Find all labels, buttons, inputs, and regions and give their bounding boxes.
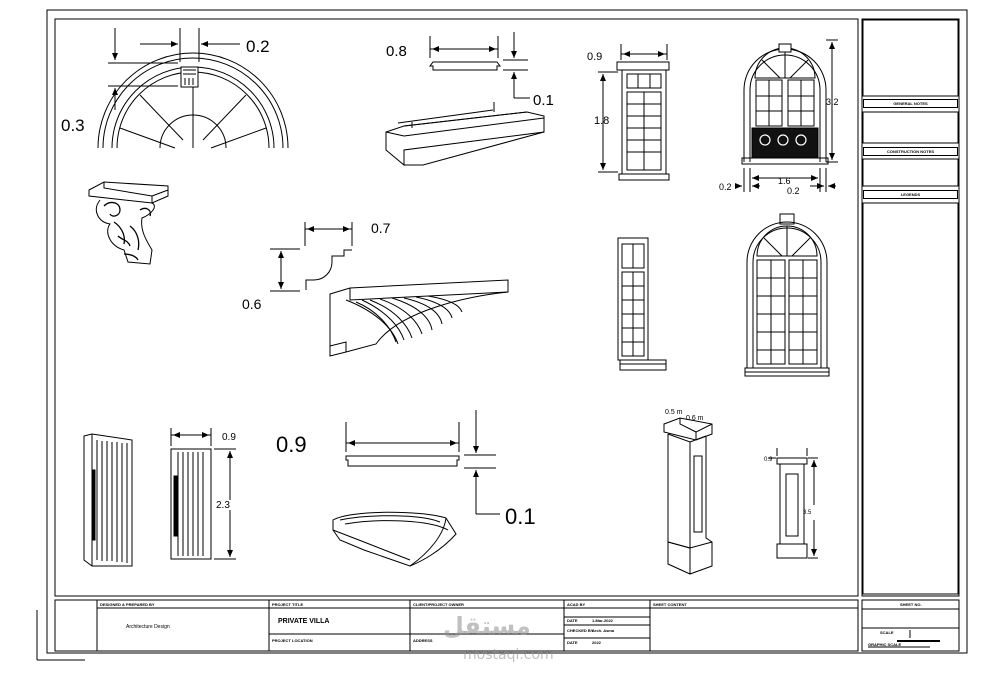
date-label-1: DATE [567,618,578,623]
client-label: CLIENT/PROJECT OWNER [413,602,464,607]
date-value-2: 2022 [592,640,601,645]
arch-window-detail [97,28,289,149]
dim-pillar-top: 0.5 m [665,409,683,416]
sheet-border [36,9,968,661]
door-slab-3d [83,433,133,567]
scale-label: SCALE [880,630,894,635]
general-notes-title: GENERAL NOTES [863,99,958,108]
narrow-window-elevation [617,237,667,371]
dim-arched-height: 3.2 [826,97,839,107]
dim-arched-right: 0.2 [787,186,800,196]
date-label-2: DATE [567,640,578,645]
acad-by-label: ACAD BY [567,602,586,607]
dim-sill-width: 0.8 [386,43,407,60]
sill-detail [385,32,545,167]
cap-detail [332,410,500,567]
dim-arched-left: 0.2 [719,182,732,192]
legends-title: LEGENDS [863,190,958,199]
dim-door-width: 0.9 [587,51,602,63]
arched-french-door [744,213,830,377]
checked-by-value: Arch. Asma [592,628,615,633]
title-block [54,599,960,652]
dim-cap-width: 0.9 [276,432,307,457]
sheet-content-label: SHEET CONTENT [653,602,687,607]
dim-sill-height: 0.1 [533,92,554,109]
pillar-3d [663,417,713,575]
address-label: ADDRESS [413,638,433,643]
dim-cornice-height: 0.6 [242,296,262,312]
dim-small-pillar-width: 0.9 [764,457,773,463]
date-value-1: 1-Mar-2022 [592,618,613,623]
project-title-value: PRIVATE VILLA [278,618,330,625]
cornice-detail [270,222,509,357]
scale-bar-label: GRAPHIC SCALE [868,642,902,647]
dim-door-height: 1.8 [594,115,609,127]
designed-by-value: Architecture Design [126,624,170,630]
designed-by-label: DESIGNED & PREPARED BY [100,602,155,607]
panel-door-elevation [170,428,236,560]
arched-door-elevation [735,39,838,192]
notes-panel [862,19,959,595]
dim-small-pillar-height: 3.5 [803,510,812,516]
small-pillar-elevation [768,448,818,559]
dim-arch-side: 0.3 [61,116,85,135]
watermark-logo: مستقل [443,612,531,640]
dim-cap-height: 0.1 [505,504,536,529]
tall-window-elevation [598,44,670,181]
project-location-label: PROJECT LOCATION [272,638,313,643]
dim-cornice-width: 0.7 [371,220,391,236]
dim-arch-top: 0.2 [246,37,270,56]
sheet-no-label: SHEET NO. [900,602,922,607]
dim-panel-door-height: 2.3 [216,500,230,511]
checked-by-label: CHECKED BY [567,628,594,633]
corbel-bracket [88,181,169,265]
dim-arched-mid: 1.6 [778,176,791,186]
construction-notes-title: CONSTRUCTION NOTES [863,147,958,156]
project-title-label: PROJECT TITLE [272,602,304,607]
dim-pillar-cap: 0.6 m [686,415,704,422]
dim-panel-door-width: 0.9 [222,432,236,443]
watermark-url: mostaqi.com [463,647,554,663]
